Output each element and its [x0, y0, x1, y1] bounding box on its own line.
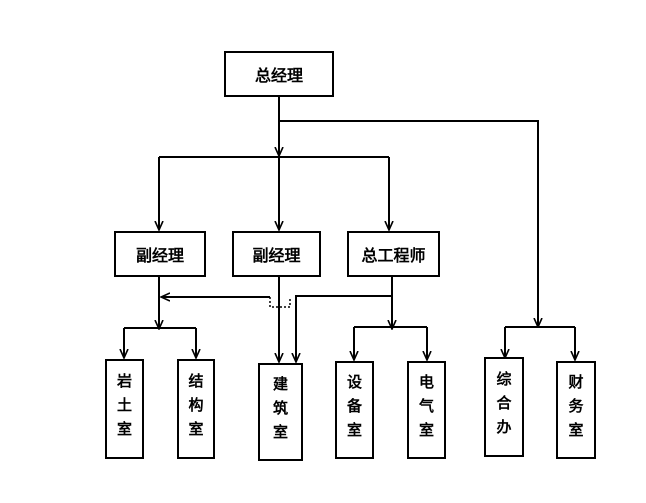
structure-dept-label: 结构室	[186, 373, 205, 445]
deputy-manager-mid-label: 副经理	[252, 246, 301, 265]
general-manager-box: 总经理	[224, 51, 334, 97]
architecture-dept-box: 建筑室	[258, 363, 303, 461]
finance-dept-label: 财务室	[566, 374, 585, 446]
architecture-dept-label: 建筑室	[271, 376, 289, 448]
deputy-manager-left-box: 副经理	[114, 231, 206, 277]
rock-soil-dept-label: 岩土室	[115, 373, 133, 445]
chief-engineer-box: 总工程师	[347, 231, 440, 277]
finance-dept-box: 财务室	[556, 361, 596, 459]
equipment-dept-box: 设备室	[335, 361, 374, 459]
rock-soil-dept-box: 岩土室	[105, 359, 144, 459]
crossover-jump	[269, 297, 291, 308]
electrical-dept-box: 电气室	[407, 361, 446, 459]
equipment-dept-label: 设备室	[345, 374, 363, 446]
general-office-label: 综合办	[494, 371, 513, 443]
chief-to-architecture	[296, 295, 392, 361]
chief-engineer-label: 总工程师	[361, 246, 426, 265]
general-manager-label: 总经理	[254, 66, 303, 85]
electrical-dept-label: 电气室	[417, 374, 435, 446]
deputy-manager-left-label: 副经理	[135, 246, 184, 265]
deputy-manager-mid-box: 副经理	[232, 231, 321, 277]
structure-dept-box: 结构室	[177, 359, 215, 459]
gm-admin-branch	[279, 120, 538, 326]
general-office-box: 综合办	[484, 357, 524, 457]
